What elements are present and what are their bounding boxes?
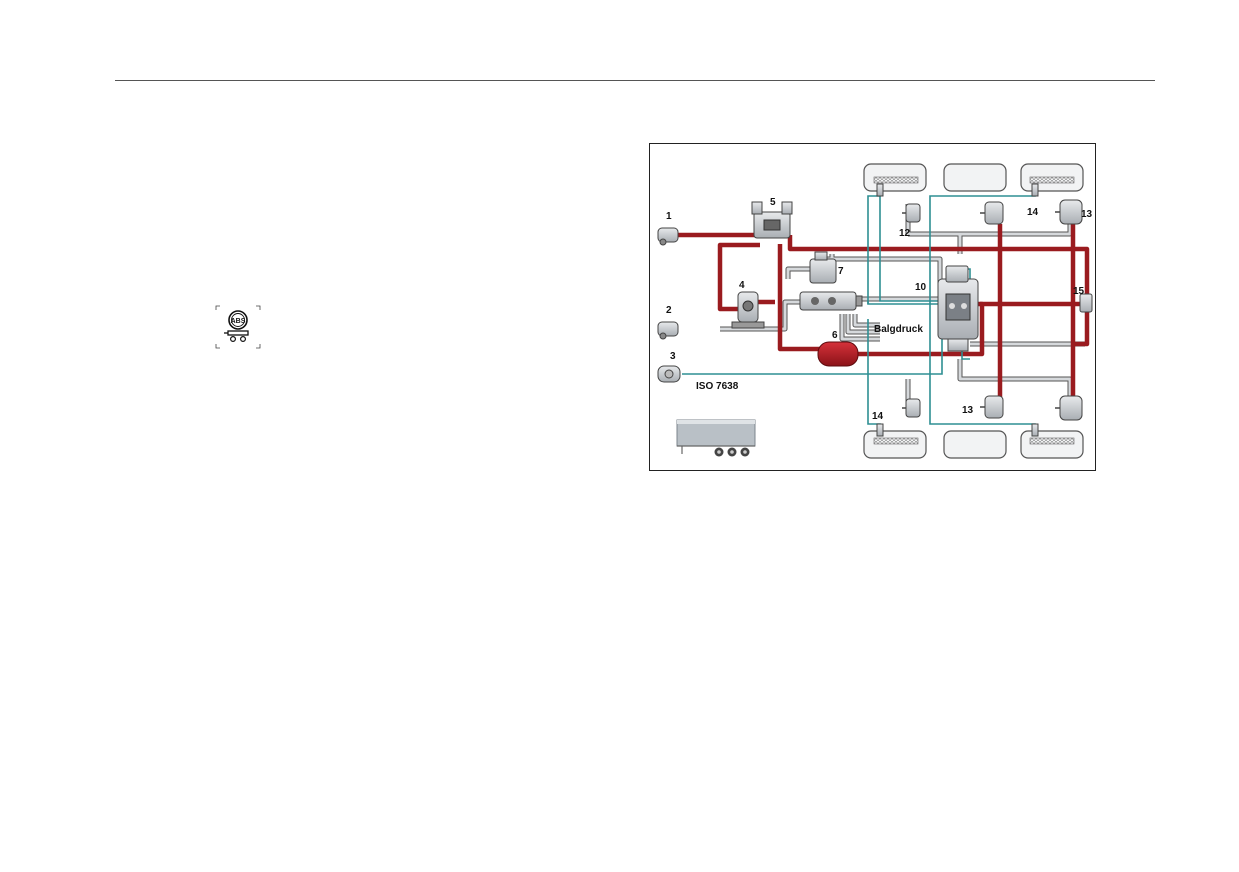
label-7: 7 [838, 266, 844, 277]
label-balgdruck: Balgdruck [874, 324, 923, 335]
brake-chamber-small-top [902, 203, 921, 223]
label-13-bottom: 13 [962, 405, 974, 416]
abs-trailer-icon: ABS [214, 304, 262, 350]
abs-icon-text: ABS [231, 318, 246, 325]
wheel-top-3 [1020, 163, 1084, 192]
valve-7 [799, 251, 863, 311]
air-tank-6 [817, 341, 859, 367]
trailer-silhouette-icon [676, 419, 756, 457]
header-rule [115, 80, 1155, 81]
valve-4 [731, 291, 765, 329]
label-3: 3 [670, 351, 676, 362]
abs-connector-3 [657, 365, 681, 383]
label-12: 12 [899, 228, 911, 239]
coupling-head-2 [657, 321, 679, 340]
coupling-head-1 [657, 227, 679, 246]
sensor-14-bottom-left [876, 423, 884, 437]
label-5: 5 [770, 197, 776, 208]
sensor-14-bottom-right [1031, 423, 1039, 437]
label-4: 4 [739, 280, 745, 291]
label-10: 10 [915, 282, 927, 293]
brake-chamber-right-top [1055, 199, 1083, 225]
wheel-top-2 [943, 163, 1007, 192]
trailer-brake-system-diagram: 1 2 3 4 5 6 7 10 12 13 13 14 14 15 Balgd… [649, 143, 1096, 471]
coupling-heads [657, 227, 681, 383]
sensor-14-top [1031, 183, 1039, 197]
sensor-top-left [876, 183, 884, 197]
label-iso-7638: ISO 7638 [696, 381, 739, 392]
label-1: 1 [666, 211, 672, 222]
brake-chamber-mid-top [980, 201, 1004, 225]
valve-5 [751, 201, 793, 239]
brake-chambers [902, 199, 1083, 421]
diagram-labels: 1 2 3 4 5 6 7 10 12 13 13 14 14 15 Balgd… [666, 197, 1093, 422]
label-15: 15 [1073, 286, 1085, 297]
wheel-bottom-3 [1020, 430, 1084, 459]
ebs-modulator-10 [937, 265, 979, 352]
wheel-bottom-2 [943, 430, 1007, 459]
wheel-top-1 [863, 163, 927, 192]
label-14-top: 14 [1027, 207, 1039, 218]
label-13-top: 13 [1081, 209, 1093, 220]
brake-chamber-right-bottom [1055, 395, 1083, 421]
label-14-bottom: 14 [872, 411, 884, 422]
label-6: 6 [832, 330, 838, 341]
valve-15 [1079, 293, 1093, 313]
brake-chamber-mid-bottom [980, 395, 1004, 419]
brake-chamber-small-bottom [902, 398, 921, 418]
label-2: 2 [666, 305, 672, 316]
valves [731, 183, 1093, 437]
wheel-bottom-1 [863, 430, 927, 459]
